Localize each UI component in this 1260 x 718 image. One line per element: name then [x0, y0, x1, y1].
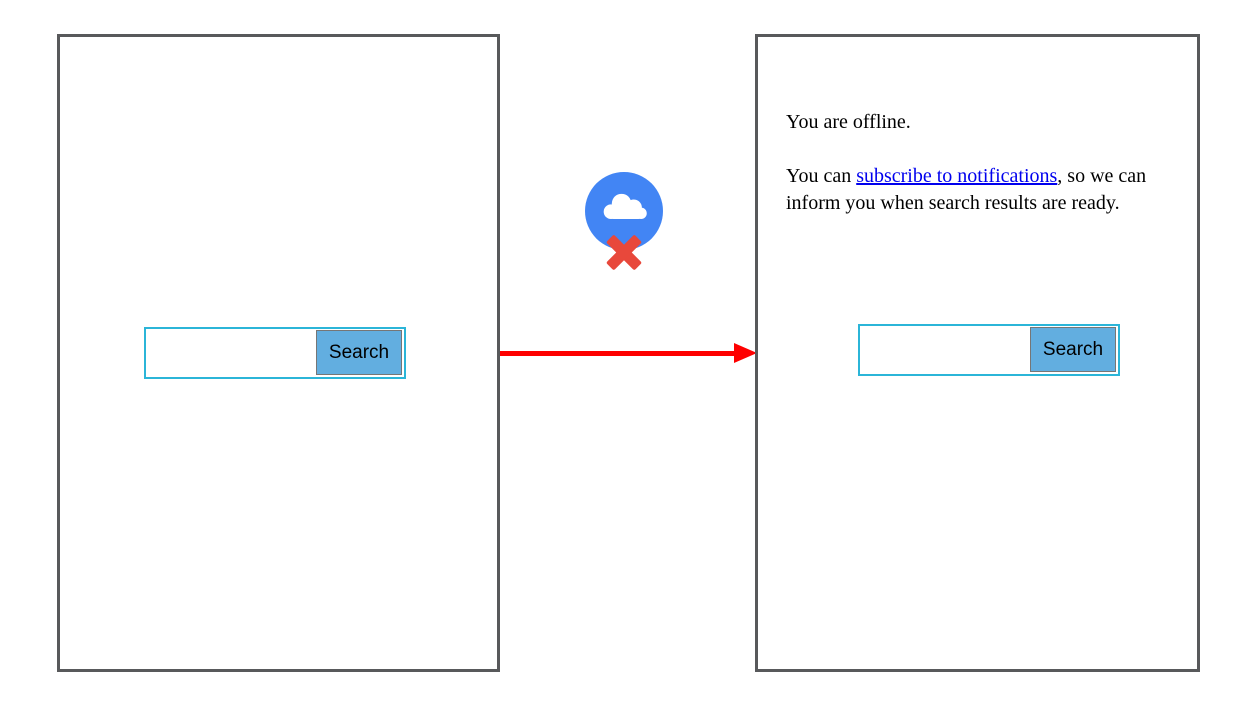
search-bar: Search [858, 324, 1120, 376]
notify-text-prefix: You can [786, 165, 857, 187]
notify-text-suffix: , so we can inform you when search resul… [786, 165, 1147, 214]
offline-status-text: You are offline. [786, 111, 911, 133]
search-input[interactable] [146, 329, 324, 377]
offline-message: You are offline. You can subscribe to no… [786, 109, 1196, 244]
search-input[interactable] [860, 326, 1038, 374]
search-button[interactable]: Search [316, 330, 402, 375]
subscribe-notifications-link[interactable]: subscribe to notifications [856, 165, 1058, 187]
screen-offline: You are offline. You can subscribe to no… [755, 34, 1200, 672]
screen-online: Search [57, 34, 500, 672]
notify-text: You can subscribe to notifications, so w… [786, 163, 1196, 217]
cloud-offline-icon [585, 172, 663, 272]
cloud-icon [603, 193, 647, 219]
flow-arrow-line [500, 351, 736, 356]
flow-arrow-head-icon [734, 343, 757, 363]
search-button[interactable]: Search [1030, 327, 1116, 372]
error-x-icon [604, 234, 644, 272]
search-bar: Search [144, 327, 406, 379]
